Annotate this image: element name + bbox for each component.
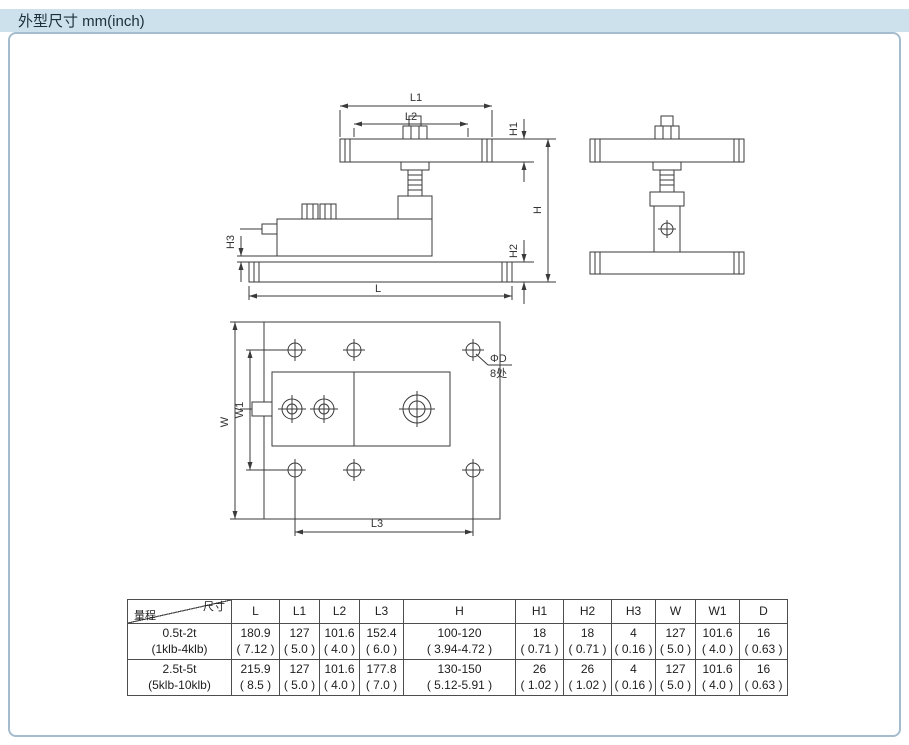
value-cell: 18( 0.71 )	[515, 622, 564, 661]
range-cell: 2.5t-5t(5klb-10klb)	[127, 659, 232, 697]
value-cell: 180.9( 7.12 )	[231, 622, 280, 661]
side-view-dimensions: L1 L2 H1	[225, 92, 556, 304]
value-cell: 26( 1.02 )	[515, 659, 564, 697]
dim-label-w: W	[219, 416, 231, 427]
corner-header-cell: 尺寸 量程	[127, 599, 232, 624]
corner-label-size: 尺寸	[203, 601, 225, 613]
value-cell: 101.6( 4.0 )	[319, 622, 360, 661]
value-cell: 100-120( 3.94-4.72 )	[403, 622, 516, 661]
table-row: 0.5t-2t(1klb-4klb) 180.9( 7.12 ) 127( 5.…	[127, 622, 788, 661]
dim-label-l: L	[375, 283, 381, 295]
value-cell: 4( 0.16 )	[611, 659, 656, 697]
table-row: 2.5t-5t(5klb-10klb) 215.9( 8.5 ) 127( 5.…	[127, 659, 788, 697]
dim-label-l2: L2	[405, 111, 417, 123]
value-cell: 127( 5.0 )	[279, 659, 320, 697]
cable-connector	[261, 223, 278, 235]
diagonal-divider	[128, 600, 231, 623]
load-cell-body	[276, 218, 433, 257]
dim-label-l1: L1	[410, 92, 422, 104]
value-cell: 16( 0.63 )	[739, 659, 788, 697]
col-header-h1: H1	[515, 599, 564, 624]
top-view	[240, 321, 501, 520]
value-cell: 101.6( 4.0 )	[695, 659, 740, 697]
top-plate	[339, 138, 493, 163]
value-cell: 4( 0.16 )	[611, 622, 656, 661]
hole-dia-label: ΦD	[490, 353, 507, 365]
col-header-w: W	[655, 599, 696, 624]
dimension-table: 尺寸 量程 L L1 L2 L3 H H1 H2 H3 W W1 D	[127, 599, 788, 697]
technical-drawing: L1 L2 H1	[219, 92, 745, 536]
dim-label-h1: H1	[508, 122, 520, 136]
base-plate-plan	[263, 321, 501, 520]
top-view-dimensions: W W1 L3 ΦD 8处	[219, 321, 512, 536]
dim-label-h3: H3	[225, 235, 237, 249]
value-cell: 101.6( 4.0 )	[695, 622, 740, 661]
col-header-l: L	[231, 599, 280, 624]
mounting-holes	[284, 339, 484, 481]
load-cell-bolts	[278, 395, 338, 423]
load-button	[397, 195, 433, 220]
section-header: 外型尺寸 mm(inch)	[0, 9, 909, 32]
bottom-plate	[248, 261, 513, 283]
col-header-l1: L1	[279, 599, 320, 624]
col-header-l2: L2	[319, 599, 360, 624]
col-header-l3: L3	[359, 599, 404, 624]
top-plate	[589, 138, 745, 163]
value-cell: 152.4( 6.0 )	[359, 622, 404, 661]
value-cell: 18( 0.71 )	[563, 622, 612, 661]
load-button-plan	[399, 391, 435, 427]
value-cell: 215.9( 8.5 )	[231, 659, 280, 697]
col-header-w1: W1	[695, 599, 740, 624]
value-cell: 177.8( 7.0 )	[359, 659, 404, 697]
hole-places-label: 8处	[490, 367, 507, 380]
value-cell: 26( 1.02 )	[563, 659, 612, 697]
range-cell: 0.5t-2t(1klb-4klb)	[127, 622, 232, 661]
hex-nut	[402, 125, 428, 140]
section-title: 外型尺寸 mm(inch)	[18, 13, 145, 30]
corner-label-range: 量程	[134, 609, 156, 622]
col-header-h: H	[403, 599, 516, 624]
col-header-d: D	[739, 599, 788, 624]
value-cell: 130-150( 5.12-5.91 )	[403, 659, 516, 697]
dim-label-h: H	[532, 206, 544, 214]
end-view	[589, 115, 745, 275]
dim-label-l3: L3	[371, 518, 383, 530]
col-header-h2: H2	[563, 599, 612, 624]
bottom-plate	[589, 251, 745, 275]
drawing-panel: L1 L2 H1	[8, 32, 901, 737]
col-header-h3: H3	[611, 599, 656, 624]
side-view	[240, 115, 513, 283]
dim-label-w1: W1	[234, 402, 246, 419]
dim-label-h2: H2	[508, 244, 520, 258]
value-cell: 16( 0.63 )	[739, 622, 788, 661]
value-cell: 127( 5.0 )	[655, 622, 696, 661]
value-cell: 127( 5.0 )	[655, 659, 696, 697]
value-cell: 101.6( 4.0 )	[319, 659, 360, 697]
threaded-rod	[407, 169, 423, 197]
value-cell: 127( 5.0 )	[279, 622, 320, 661]
table-header-row: 尺寸 量程 L L1 L2 L3 H H1 H2 H3 W W1 D	[127, 599, 788, 624]
cable-connector-plan	[251, 401, 273, 417]
